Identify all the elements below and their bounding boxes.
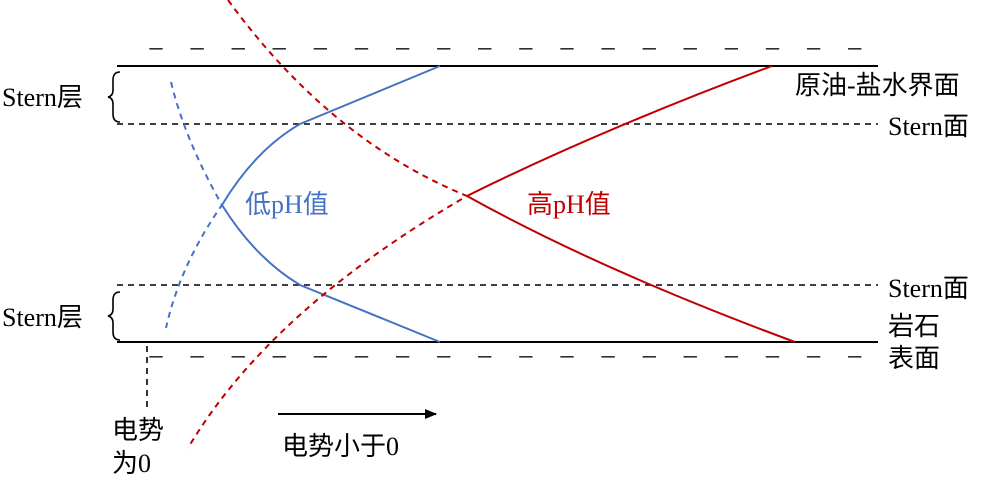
high-ph-label: 高pH值 [527, 190, 611, 219]
top-negative-charge-mark: – [560, 32, 575, 61]
bottom-negative-charge-mark: – [560, 340, 575, 369]
zero-potential-label-line1: 电势 [112, 416, 164, 445]
top-negative-charge-mark: – [395, 32, 410, 61]
stern-plane-bottom-label: Stern面 [888, 274, 969, 303]
high-ph-extrapolated-curve [187, 0, 470, 449]
stern-layer-top-label: Stern层 [2, 83, 83, 112]
top-negative-charge-mark: – [190, 32, 205, 61]
bottom-negative-charge-mark: – [272, 340, 287, 369]
stern-plane-top-label: Stern面 [888, 112, 969, 141]
top-negative-charge-row: –––––––––––––––––– [149, 32, 863, 61]
bottom-negative-charge-mark: – [847, 340, 862, 369]
top-negative-charge-mark: – [231, 32, 246, 61]
rock-surface-label-line1: 岩石 [888, 312, 940, 341]
bottom-negative-charge-mark: – [601, 340, 616, 369]
low-ph-label: 低pH值 [245, 190, 329, 219]
top-negative-charge-mark: – [847, 32, 862, 61]
high-ph-potential-curve [464, 65, 796, 343]
top-negative-charge-mark: – [642, 32, 657, 61]
bottom-negative-charge-mark: – [436, 340, 451, 369]
bottom-negative-charge-mark: – [231, 340, 246, 369]
top-negative-charge-mark: – [806, 32, 821, 61]
bottom-negative-charge-mark: – [477, 340, 492, 369]
top-negative-charge-mark: – [436, 32, 451, 61]
bottom-negative-charge-mark: – [149, 340, 164, 369]
bottom-negative-charge-mark: – [724, 340, 739, 369]
negative-potential-label: 电势小于0 [282, 432, 399, 461]
top-negative-charge-mark: – [601, 32, 616, 61]
top-negative-charge-mark: – [272, 32, 287, 61]
zero-potential-label-line2: 为0 [112, 449, 151, 478]
bottom-negative-charge-mark: – [806, 340, 821, 369]
bottom-negative-charge-mark: – [395, 340, 410, 369]
top-negative-charge-mark: – [149, 32, 164, 61]
top-negative-charge-mark: – [354, 32, 369, 61]
bottom-negative-charge-mark: – [683, 340, 698, 369]
bottom-negative-charge-mark: – [313, 340, 328, 369]
stern-layer-top-brace [107, 71, 121, 123]
bottom-negative-charge-mark: – [642, 340, 657, 369]
top-negative-charge-mark: – [724, 32, 739, 61]
stern-layer-bottom-brace [107, 291, 121, 341]
bottom-negative-charge-mark: – [190, 340, 205, 369]
bottom-negative-charge-mark: – [765, 340, 780, 369]
low-ph-extrapolated-curve [165, 81, 224, 329]
bottom-negative-charge-mark: – [518, 340, 533, 369]
top-negative-charge-mark: – [477, 32, 492, 61]
rock-surface-label-line2: 表面 [888, 344, 940, 373]
top-negative-charge-mark: – [313, 32, 328, 61]
top-negative-charge-mark: – [683, 32, 698, 61]
oil-brine-interface-label: 原油-盐水界面 [795, 71, 960, 100]
bottom-negative-charge-row: –––––––––––––––––– [149, 340, 863, 369]
top-negative-charge-mark: – [518, 32, 533, 61]
stern-layer-bottom-label: Stern层 [2, 303, 83, 332]
top-negative-charge-mark: – [765, 32, 780, 61]
bottom-negative-charge-mark: – [354, 340, 369, 369]
